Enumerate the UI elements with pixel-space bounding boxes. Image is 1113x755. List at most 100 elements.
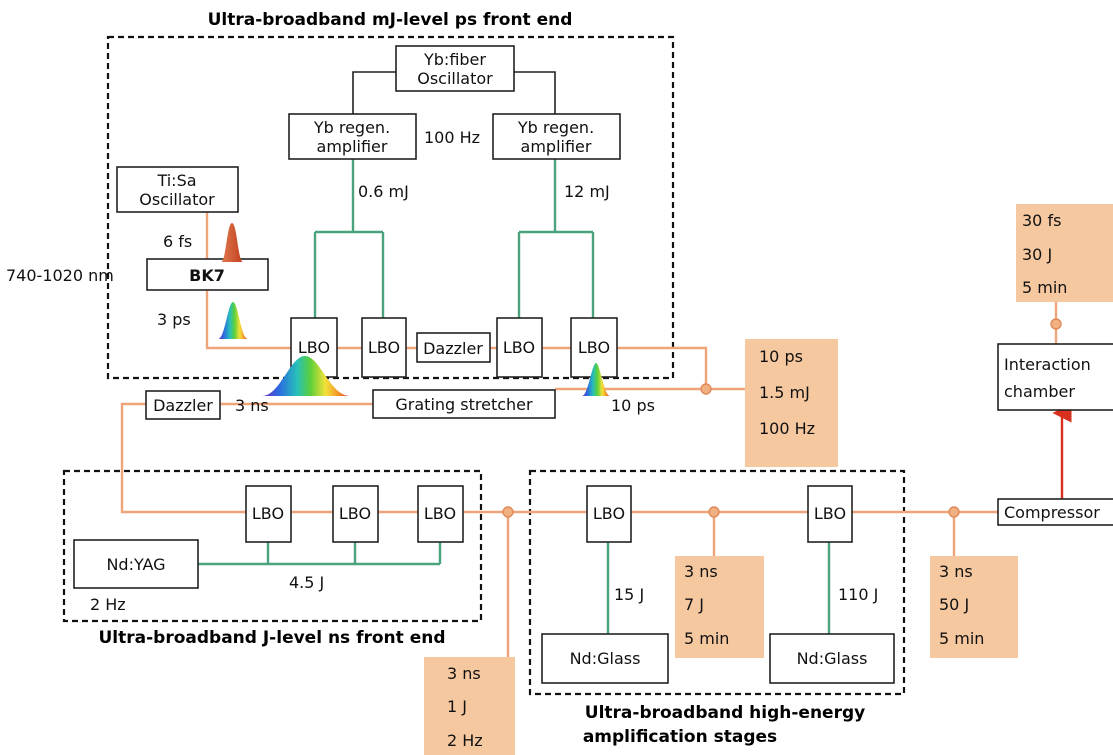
info-chamber-rate: 5 min: [1022, 278, 1067, 297]
label-4-5j: 4.5 J: [289, 573, 324, 592]
yb-regen-right-line2: amplifier: [521, 137, 592, 156]
lbo-amp-1-label: LBO: [593, 504, 625, 523]
wire-osc-right: [514, 71, 556, 114]
info-ps-duration: 10 ps: [759, 347, 803, 366]
compressor-box: Compressor: [997, 498, 1113, 526]
label-wavelength: 740-1020 nm: [6, 266, 114, 285]
yb-regen-right-line1: Yb regen.: [517, 118, 594, 137]
ndyag-label: Nd:YAG: [106, 555, 165, 574]
label-110j: 110 J: [838, 585, 878, 604]
tap-dot-ps: [700, 383, 712, 395]
lbo-ns-3: LBO: [417, 485, 464, 543]
pump-ndyag-tree: [198, 542, 442, 566]
yb-fiber-oscillator: Yb:fiber Oscillator: [395, 45, 515, 92]
tap-dot-chamber: [1050, 318, 1062, 330]
interaction-chamber-box: Interaction chamber: [997, 343, 1113, 411]
lbo-ps-4-label: LBO: [578, 338, 610, 357]
info-box-ns: 3 ns 1 J 2 Hz: [424, 657, 515, 755]
info-amp1-energy: 7 J: [684, 595, 704, 614]
lbo-ns-1: LBO: [245, 485, 292, 543]
info-ps-energy: 1.5 mJ: [759, 383, 810, 402]
info-ns-rate: 2 Hz: [447, 731, 483, 750]
info-amp2-rate: 5 min: [939, 629, 984, 648]
yb-regen-left-line1: Yb regen.: [313, 118, 390, 137]
tisa-line2: Oscillator: [139, 190, 215, 209]
lbo-ns-1-label: LBO: [252, 504, 284, 523]
label-2hz: 2 Hz: [90, 595, 126, 614]
label-3ps: 3 ps: [157, 310, 191, 329]
lbo-ns-2-label: LBO: [339, 504, 371, 523]
info-amp1-duration: 3 ns: [684, 562, 718, 581]
tap-dot-ns: [502, 506, 514, 518]
info-chamber-duration: 30 fs: [1022, 211, 1061, 230]
title-ps-front-end: Ultra-broadband mJ-level ps front end: [208, 10, 573, 30]
info-box-amp1: 3 ns 7 J 5 min: [675, 556, 764, 658]
lbo-ps-1-label: LBO: [298, 338, 330, 357]
yb-regen-amplifier-right: Yb regen. amplifier: [492, 113, 621, 160]
label-3ns: 3 ns: [235, 396, 269, 415]
dazzler-ps-label: Dazzler: [423, 339, 483, 358]
ndglass-2-label: Nd:Glass: [797, 649, 868, 668]
label-6fs: 6 fs: [163, 232, 192, 251]
ndglass-box-2: Nd:Glass: [769, 633, 895, 684]
label-10ps: 10 ps: [611, 396, 655, 415]
label-100hz: 100 Hz: [424, 128, 480, 147]
beam-ps-chain: [205, 290, 708, 391]
lbo-ns-2: LBO: [332, 485, 379, 543]
dazzler-ns-label: Dazzler: [153, 396, 213, 415]
group-amp-stages: [528, 469, 906, 696]
group-ps-front-end: [106, 35, 675, 380]
pulse-3ns-icon: [262, 356, 350, 396]
label-energy-12mj: 12 mJ: [564, 182, 610, 201]
lbo-ps-3-label: LBO: [503, 338, 535, 357]
info-amp2-duration: 3 ns: [939, 562, 973, 581]
info-amp2-energy: 50 J: [939, 595, 969, 614]
pump-right-tree: [517, 159, 595, 318]
group-ns-front-end: [62, 469, 483, 623]
dazzler-ns: Dazzler: [145, 390, 221, 420]
info-amp1-rate: 5 min: [684, 629, 729, 648]
pulse-6fs-icon: [221, 223, 243, 262]
pump-left-tree: [313, 159, 385, 318]
tap-dot-amp1: [708, 506, 720, 518]
grating-stretcher-label: Grating stretcher: [395, 395, 533, 414]
yb-regen-left-line2: amplifier: [317, 137, 388, 156]
lbo-amp-2-label: LBO: [814, 504, 846, 523]
ndglass-box-1: Nd:Glass: [541, 633, 669, 684]
ndyag-box: Nd:YAG: [73, 539, 199, 589]
beam-ns-amp-chain: [120, 402, 998, 514]
yb-osc-line2: Oscillator: [417, 69, 493, 88]
title-ns-front-end: Ultra-broadband J-level ns front end: [98, 628, 445, 648]
info-ns-energy: 1 J: [447, 697, 467, 716]
interaction-line1: Interaction: [1004, 355, 1091, 374]
grating-stretcher: Grating stretcher: [372, 389, 556, 419]
interaction-line2: chamber: [1004, 382, 1075, 401]
lbo-ps-2: LBO: [361, 317, 407, 378]
lbo-ps-2-label: LBO: [368, 338, 400, 357]
wire-osc-left: [352, 71, 396, 114]
bk7-label: BK7: [189, 266, 225, 285]
dazzler-ps: Dazzler: [416, 332, 491, 363]
lbo-amp-2: LBO: [807, 485, 853, 543]
tisa-line1: Ti:Sa: [156, 171, 196, 190]
tap-dot-amp2: [948, 506, 960, 518]
info-ps-rate: 100 Hz: [759, 419, 815, 438]
title-amp-stages-line2: amplification stages: [583, 727, 777, 747]
ndglass-1-label: Nd:Glass: [570, 649, 641, 668]
lbo-ps-3: LBO: [496, 317, 543, 378]
pulse-10ps-icon: [582, 363, 610, 396]
yb-osc-line1: Yb:fiber: [423, 50, 486, 69]
info-box-amp2: 3 ns 50 J 5 min: [930, 556, 1018, 658]
tisa-oscillator: Ti:Sa Oscillator: [116, 166, 239, 213]
lbo-amp-1: LBO: [586, 485, 632, 543]
info-box-chamber: 30 fs 30 J 5 min: [1016, 204, 1113, 302]
bk7-box: BK7: [146, 258, 269, 291]
label-15j: 15 J: [614, 585, 644, 604]
info-chamber-energy: 30 J: [1022, 245, 1052, 264]
label-energy-0-6mj: 0.6 mJ: [358, 182, 409, 201]
info-ns-duration: 3 ns: [447, 664, 481, 683]
compressor-label: Compressor: [1004, 503, 1100, 522]
title-amp-stages-line1: Ultra-broadband high-energy: [585, 703, 865, 723]
pulse-3ps-icon: [218, 302, 248, 339]
